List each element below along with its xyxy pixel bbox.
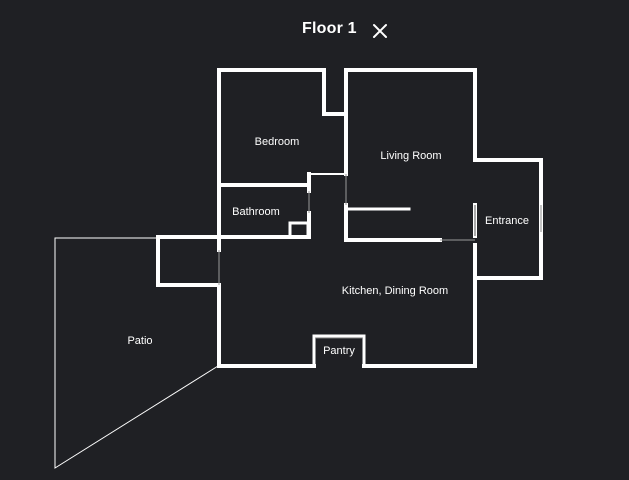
close-button[interactable] xyxy=(369,20,391,42)
walls xyxy=(156,68,543,368)
room-label-living-room[interactable]: Living Room xyxy=(380,150,441,162)
bedroom-wall xyxy=(217,68,348,187)
living-room-wall-top xyxy=(344,68,477,176)
room-label-entrance[interactable]: Entrance xyxy=(485,215,529,227)
room-label-bedroom[interactable]: Bedroom xyxy=(255,136,300,148)
kitchen-wall-right xyxy=(362,243,477,368)
close-icon xyxy=(373,24,387,38)
pantry-wall xyxy=(312,334,366,368)
room-label-kitchen-dining[interactable]: Kitchen, Dining Room xyxy=(342,285,448,297)
openings xyxy=(218,174,542,339)
patio-outline xyxy=(54,237,219,469)
room-label-patio[interactable]: Patio xyxy=(127,335,152,347)
patio-area[interactable] xyxy=(54,237,219,469)
floor-title: Floor 1 xyxy=(302,20,357,37)
floor-header: Floor 1 xyxy=(0,18,629,44)
room-label-bathroom[interactable]: Bathroom xyxy=(232,206,280,218)
closet-wall xyxy=(156,235,221,287)
room-label-pantry[interactable]: Pantry xyxy=(323,345,355,357)
bathroom-fixture xyxy=(288,221,310,239)
kitchen-wall-left-bottom xyxy=(217,283,316,368)
